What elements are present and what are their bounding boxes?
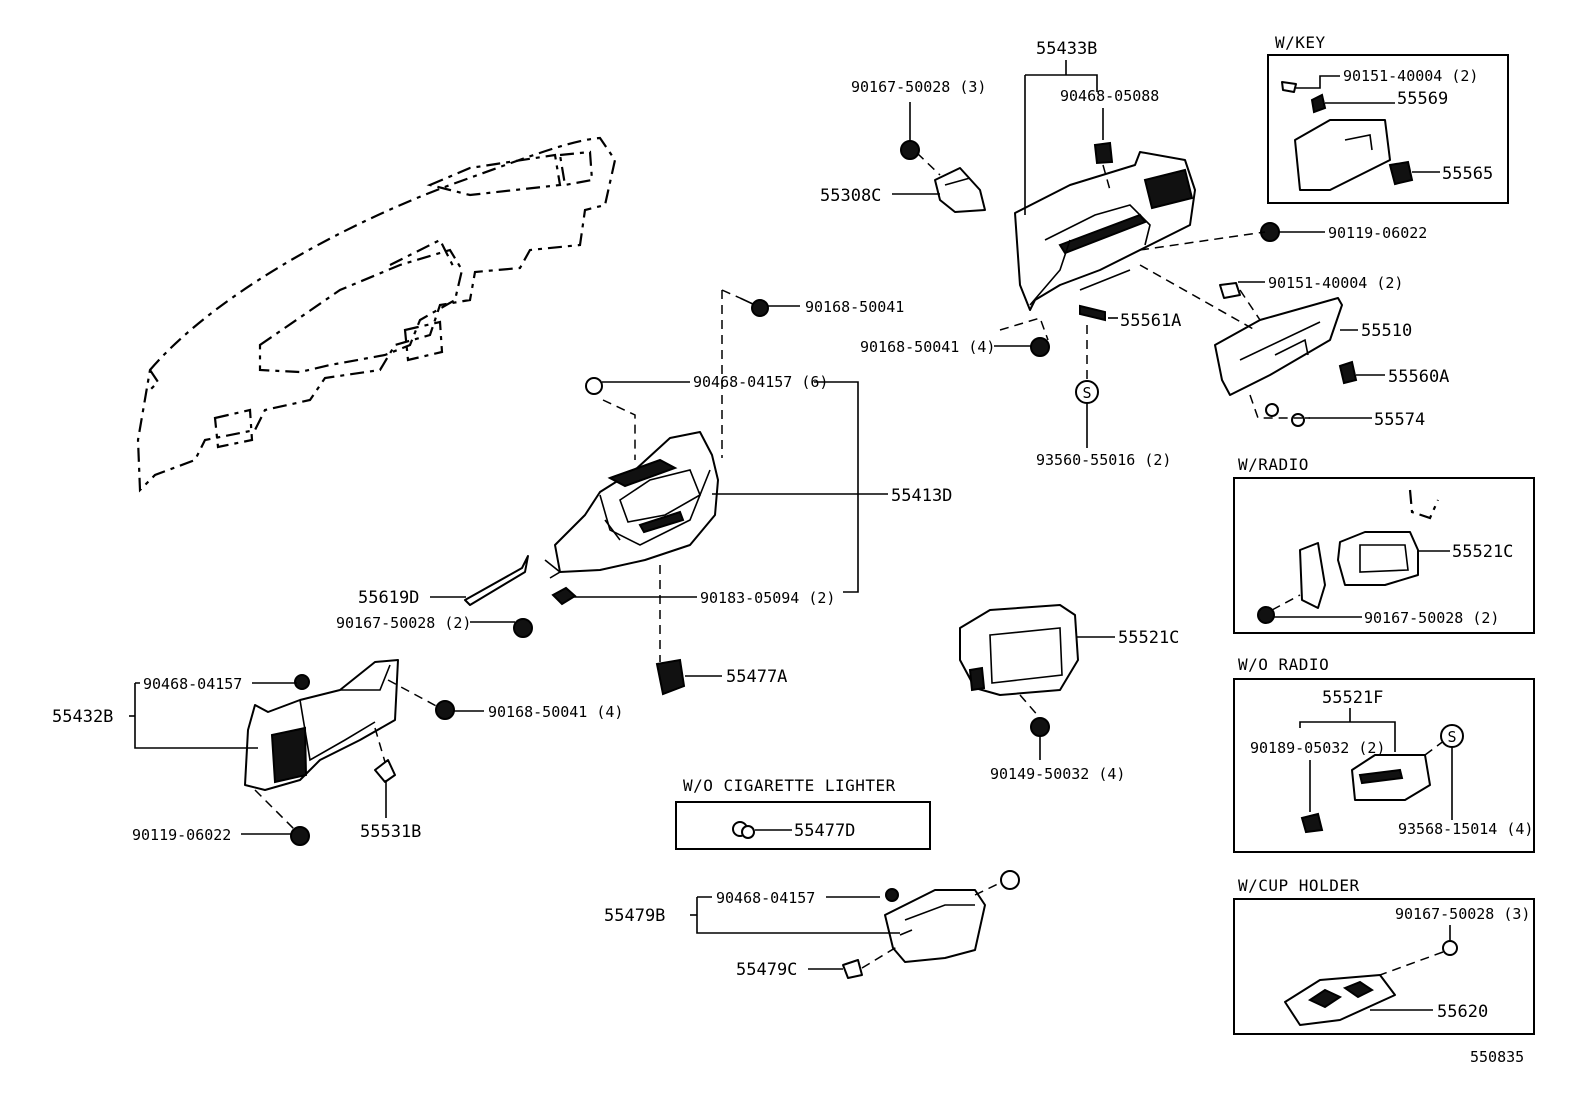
box-w-key: W/KEY 90151-40004 (2) 55569 55565 (1267, 33, 1509, 204)
part-90468-05088-clip (1093, 141, 1114, 165)
label-55561A: 55561A (1120, 311, 1181, 331)
part-55413D-lower-panel (544, 431, 719, 579)
part-55308C-bracket (934, 167, 986, 213)
label-55308C: 55308C (820, 186, 881, 206)
part-90183-05094-clip (551, 586, 577, 606)
box-w-cup-holder: W/CUP HOLDER 90167-50028 (3) 55620 (1233, 876, 1535, 1035)
label-90468-05088: 90468-05088 (1060, 87, 1159, 105)
label-90167-50028-3-box: 90167-50028 (3) (1395, 905, 1530, 923)
part-55477A (655, 658, 686, 696)
instrument-panel-outline (136, 136, 617, 493)
label-55413D: 55413D (891, 486, 952, 506)
label-55560A: 55560A (1388, 367, 1449, 387)
label-55432B: 55432B (52, 707, 113, 727)
label-90167-50028-2-box: 90167-50028 (2) (1364, 609, 1499, 627)
part-90168-50041-screw (739, 297, 769, 317)
label-90168-50041-4-left: 90168-50041 (4) (488, 703, 623, 721)
box-title-wo-cigarette-lighter: W/O CIGARETTE LIGHTER (683, 776, 896, 795)
box-title-w-cup-holder: W/CUP HOLDER (1238, 876, 1360, 895)
part-90168-50041-screw-left (435, 700, 455, 720)
part-55531B-clip (374, 759, 396, 783)
label-93568-15014-4: 93568-15014 (4) (1398, 820, 1533, 838)
box-title-w-radio: W/RADIO (1238, 455, 1309, 474)
box-title-w-key: W/KEY (1275, 33, 1326, 52)
part-55620-cup-holder (1284, 974, 1396, 1026)
part-55433B-glovebox-housing (1014, 151, 1196, 311)
part-55574 (1265, 403, 1305, 427)
label-55574: 55574 (1374, 410, 1425, 430)
label-55569: 55569 (1397, 89, 1448, 109)
label-90151-40004-2-box: 90151-40004 (2) (1343, 67, 1478, 85)
part-90149-50032-screw (1030, 717, 1050, 737)
box-wo-radio: W/O RADIO 55521F 90189-05032 (2) S 93568… (1233, 655, 1535, 853)
label-90168-50041-4-mid: 90168-50041 (4) (860, 338, 995, 356)
part-90168-50041-screw-mid (1030, 337, 1050, 357)
label-93560-55016-2: 93560-55016 (2) (1036, 451, 1171, 469)
s-marker-mid-label: S (1082, 384, 1091, 402)
label-90168-50041: 90168-50041 (805, 298, 904, 316)
box-w-radio: W/RADIO 55521C 90167-50028 (2) (1233, 455, 1535, 634)
label-90468-04157-bottom: 90468-04157 (716, 889, 815, 907)
label-55619D: 55619D (358, 588, 419, 608)
label-90183-05094-2: 90183-05094 (2) (700, 589, 835, 607)
label-55479C: 55479C (736, 960, 797, 980)
part-90468-04157-nut (585, 377, 603, 395)
label-55620: 55620 (1437, 1002, 1488, 1022)
part-55521C-radio-housing (959, 604, 1079, 696)
label-55433B: 55433B (1036, 39, 1097, 59)
part-90167-50028-screw (513, 618, 533, 638)
part-55479C (842, 959, 863, 979)
label-90149-50032-4: 90149-50032 (4) (990, 765, 1125, 783)
label-90119-06022-right: 90119-06022 (1328, 224, 1427, 242)
part-55510-glovebox-door (1214, 297, 1343, 396)
s-marker-box-label: S (1447, 728, 1456, 746)
part-55560A (1338, 360, 1358, 385)
part-55619D-bracket (464, 555, 529, 606)
leader-lines (129, 60, 1385, 970)
box-wo-cigarette-lighter: W/O CIGARETTE LIGHTER 55477D (675, 776, 931, 850)
box-title-wo-radio: W/O RADIO (1238, 655, 1329, 674)
label-90468-04157-6: 90468-04157 (6) (693, 373, 828, 391)
label-90151-40004-2: 90151-40004 (2) (1268, 274, 1403, 292)
assembly-dashed-lines (254, 152, 1310, 969)
label-55510: 55510 (1361, 321, 1412, 341)
part-90151-40004-screw (1219, 282, 1241, 299)
part-90167-50028-screw-top (900, 140, 920, 160)
part-55479B-clip (1000, 870, 1020, 890)
label-55521C-box: 55521C (1452, 542, 1513, 562)
label-90189-05032-2: 90189-05032 (2) (1250, 739, 1385, 757)
label-55531B: 55531B (360, 822, 421, 842)
part-55479B-panel (884, 888, 986, 963)
label-90167-50028-2: 90167-50028 (2) (336, 614, 471, 632)
label-55477D: 55477D (794, 821, 855, 841)
label-55521F: 55521F (1322, 688, 1383, 708)
label-90119-06022-left: 90119-06022 (132, 826, 231, 844)
label-55521C-mid: 55521C (1118, 628, 1179, 648)
label-90167-50028-3: 90167-50028 (3) (851, 78, 986, 96)
part-55569-box-door (1294, 119, 1391, 191)
label-55565: 55565 (1442, 164, 1493, 184)
label-90468-04157-left: 90468-04157 (143, 675, 242, 693)
part-55561A (1079, 304, 1106, 322)
part-90119-06022-screw-left (290, 826, 310, 846)
label-55477A: 55477A (726, 667, 787, 687)
diagram-id: 550835 (1470, 1048, 1524, 1066)
part-55432B-panel (244, 659, 399, 791)
label-55479B: 55479B (604, 906, 665, 926)
